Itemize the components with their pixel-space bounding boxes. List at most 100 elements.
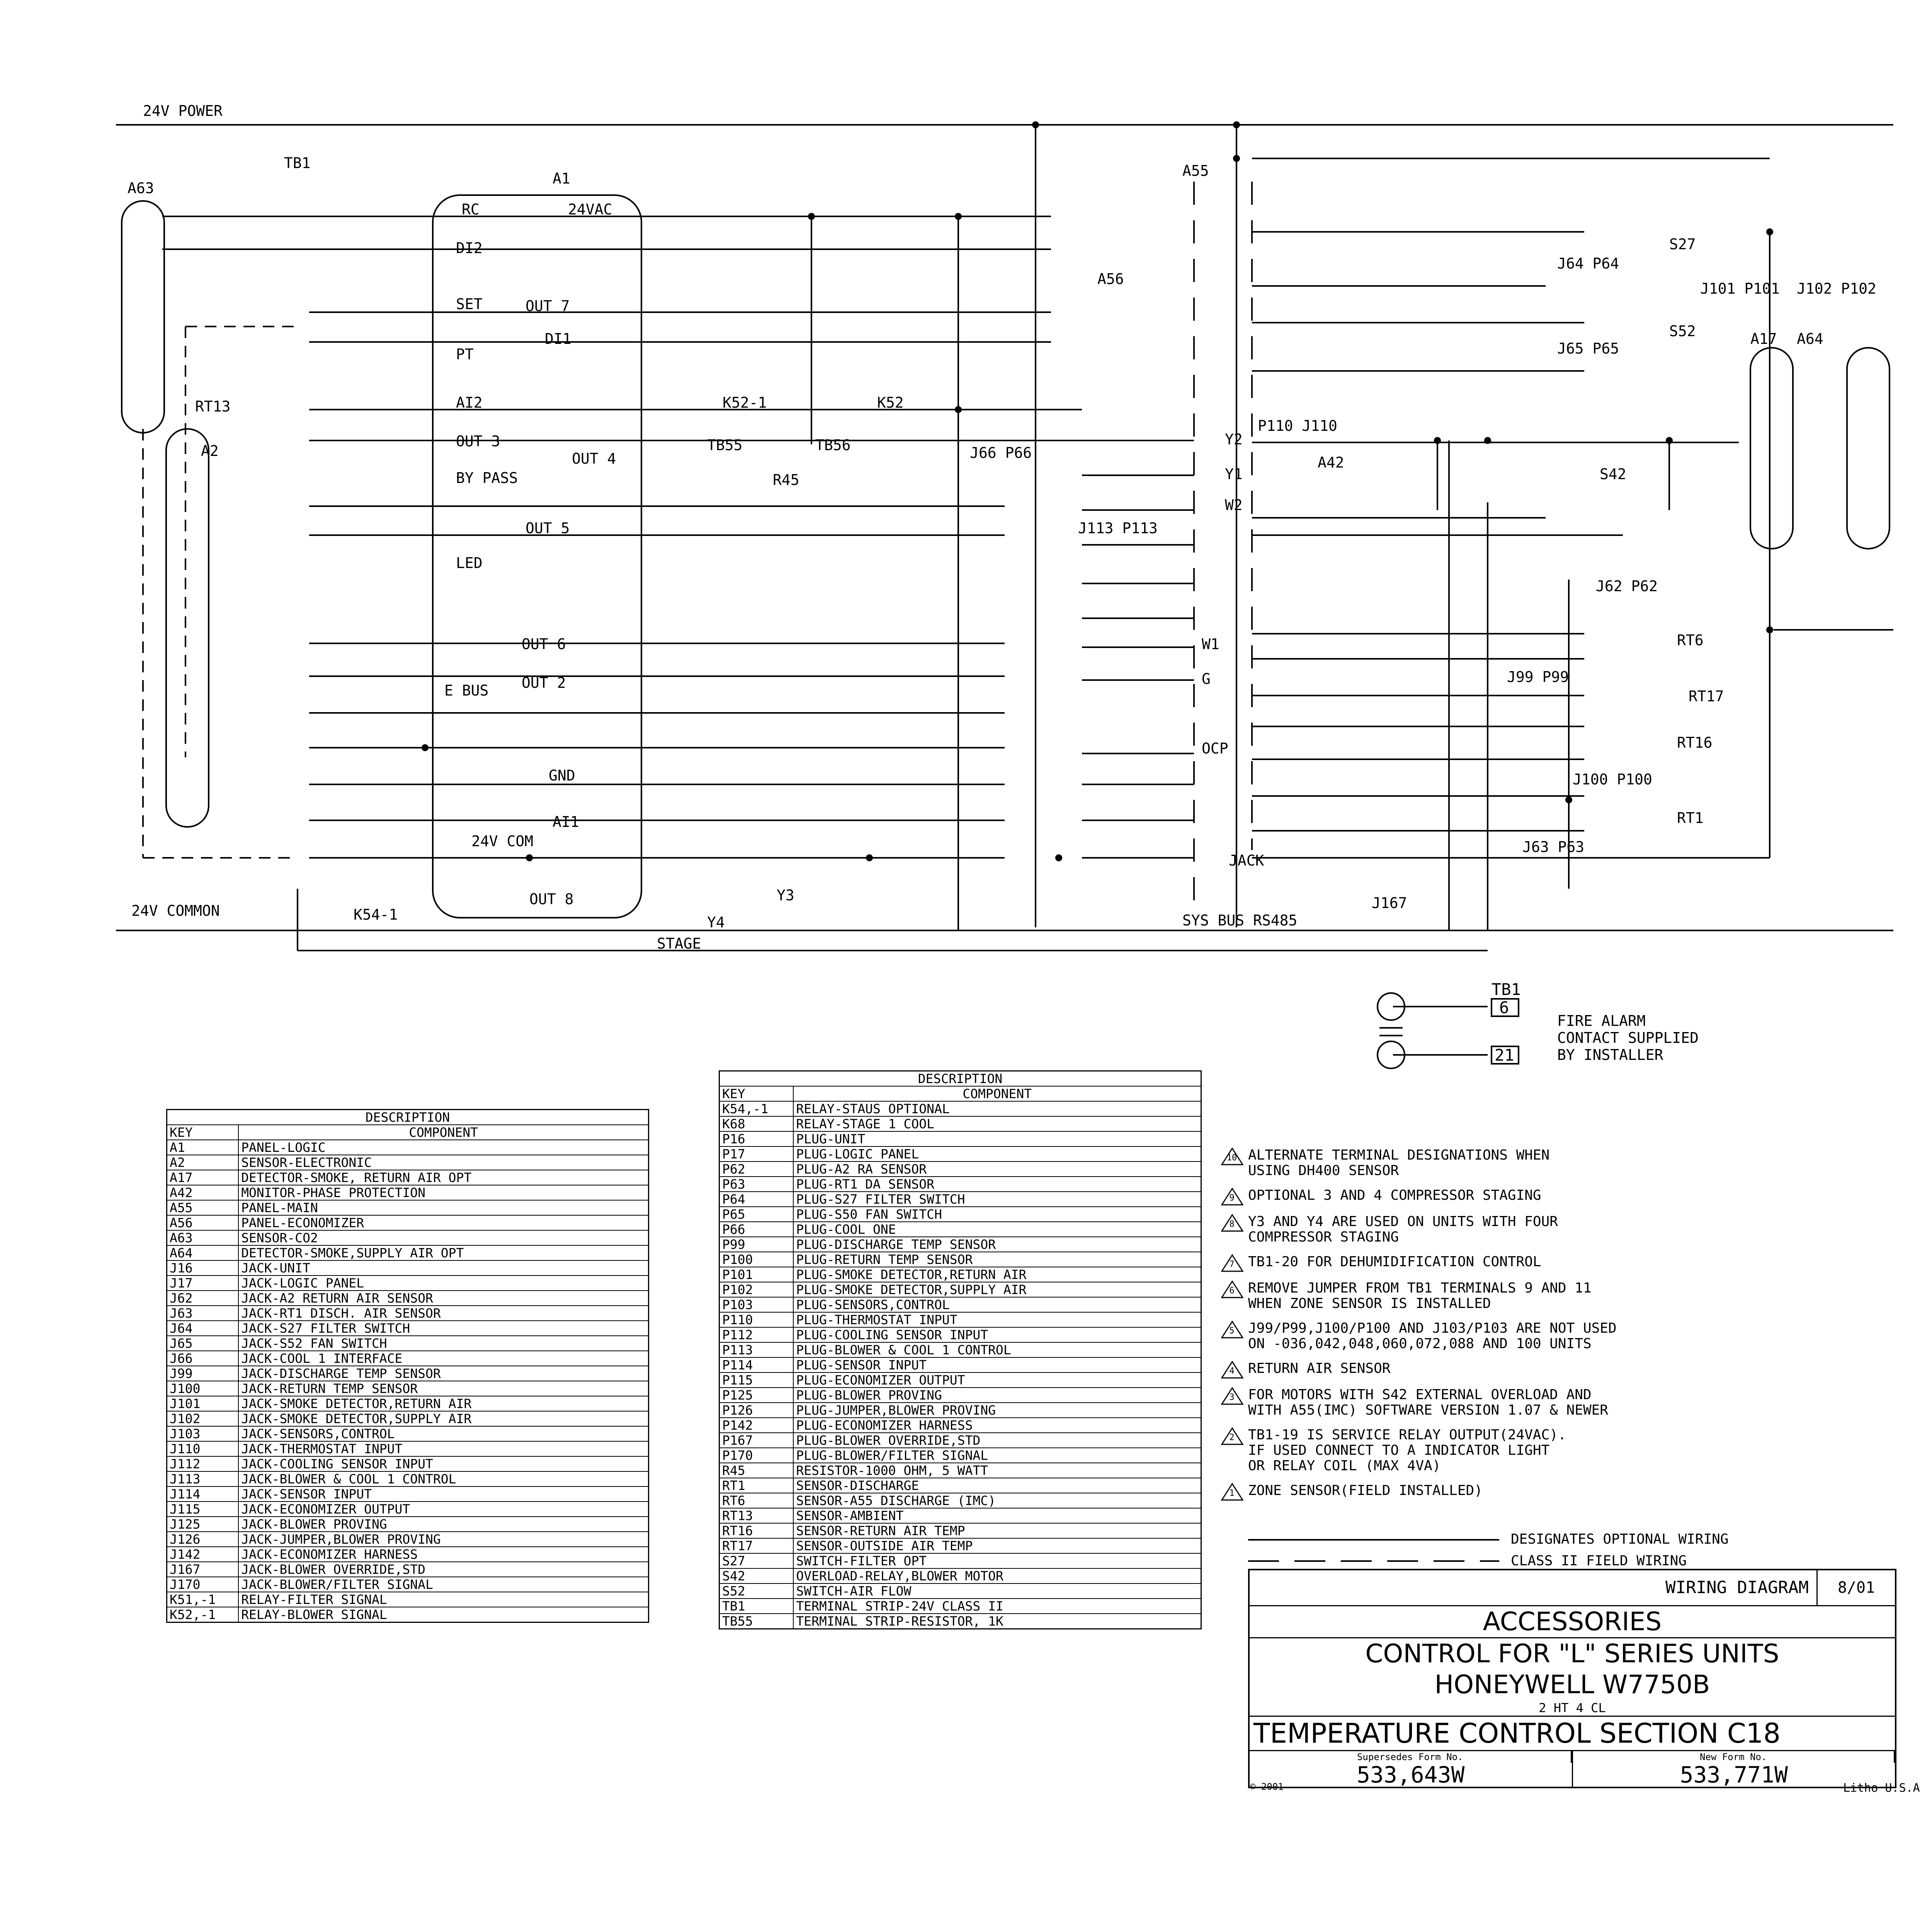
title-line1: ACCESSORIES	[1250, 1606, 1895, 1638]
label-j99p99: J99 P99	[1507, 668, 1569, 685]
row-key: J114	[166, 1486, 239, 1502]
warning-triangle-icon: 6	[1221, 1281, 1248, 1298]
row-key: P99	[719, 1236, 794, 1252]
table-b-key-header: KEY	[719, 1086, 794, 1102]
row-key: K52,-1	[166, 1607, 239, 1623]
row-key: J16	[166, 1260, 239, 1276]
row-component: PLUG-THERMOSTAT INPUT	[793, 1312, 1202, 1328]
note-text: Y3 AND Y4 ARE USED ON UNITS WITH FOUR CO…	[1248, 1214, 1558, 1245]
wiring-legend: DESIGNATES OPTIONAL WIRING CLASS II FIEL…	[1248, 1530, 1729, 1570]
label-w1: W1	[1202, 636, 1219, 653]
row-component: SENSOR-RETURN AIR TEMP	[793, 1523, 1202, 1539]
row-component: SENSOR-AMBIENT	[793, 1508, 1202, 1524]
row-component: PLUG-RETURN TEMP SENSOR	[793, 1252, 1202, 1267]
label-a64: A64	[1797, 330, 1823, 347]
title-line2: CONTROL FOR "L" SERIES UNITS	[1365, 1639, 1779, 1668]
row-key: P103	[719, 1297, 794, 1313]
fire-alarm-note: FIRE ALARM CONTACT SUPPLIED BY INSTALLER	[1557, 1012, 1699, 1063]
label-tb56: TB56	[815, 437, 851, 454]
row-component: PLUG-S27 FILTER SWITCH	[793, 1191, 1202, 1207]
row-key: RT1	[719, 1478, 794, 1493]
row-component: RELAY-FILTER SIGNAL	[238, 1592, 649, 1607]
row-component: JACK-SENSORS,CONTROL	[238, 1426, 649, 1442]
row-key: P101	[719, 1267, 794, 1282]
row-component: SENSOR-A55 DISCHARGE (IMC)	[793, 1493, 1202, 1509]
row-key: P167	[719, 1432, 794, 1448]
label-g: G	[1202, 670, 1211, 687]
warning-triangle-icon: 4	[1221, 1361, 1248, 1379]
row-component: RESISTOR-1000 OHM, 5 WATT	[793, 1463, 1202, 1478]
row-component: SENSOR-OUTSIDE AIR TEMP	[793, 1538, 1202, 1554]
row-key: J63	[166, 1305, 239, 1321]
label-rt13: RT13	[195, 398, 231, 415]
label-bypass: BY PASS	[456, 469, 518, 486]
note-number: 3	[1229, 1393, 1235, 1402]
label-k52: K52	[877, 394, 904, 411]
row-key: J102	[166, 1411, 239, 1427]
row-key: P62	[719, 1161, 794, 1177]
row-key: J100	[166, 1381, 239, 1396]
row-key: TB1	[719, 1598, 794, 1614]
note-text: ALTERNATE TERMINAL DESIGNATIONS WHEN USI…	[1248, 1147, 1550, 1179]
row-key: P66	[719, 1221, 794, 1237]
note-number: 7	[1229, 1260, 1235, 1269]
row-key: S27	[719, 1553, 794, 1569]
row-key: P142	[719, 1417, 794, 1433]
label-ebus: E BUS	[444, 682, 488, 699]
title-section: TEMPERATURE CONTROL SECTION C18	[1250, 1717, 1895, 1751]
row-key: A17	[166, 1170, 239, 1185]
row-key: P126	[719, 1402, 794, 1418]
row-component: JACK-BLOWER & COOL 1 CONTROL	[238, 1471, 649, 1487]
row-key: S52	[719, 1583, 794, 1599]
title-block-top: WIRING DIAGRAM 8/01	[1250, 1570, 1895, 1606]
label-rt6: RT6	[1677, 632, 1704, 649]
label-a55: A55	[1182, 162, 1209, 179]
row-key: J99	[166, 1366, 239, 1381]
row-key: J65	[166, 1335, 239, 1351]
label-y4: Y4	[707, 914, 725, 931]
row-component: JACK-BLOWER PROVING	[238, 1516, 649, 1532]
row-component: PLUG-SMOKE DETECTOR,RETURN AIR	[793, 1267, 1202, 1282]
warning-triangle-icon: 7	[1221, 1254, 1248, 1272]
row-component: JACK-RETURN TEMP SENSOR	[238, 1381, 649, 1396]
label-tb55: TB55	[707, 437, 743, 454]
label-out4: OUT 4	[572, 450, 616, 467]
row-component: JACK-LOGIC PANEL	[238, 1275, 649, 1291]
row-component: PLUG-BLOWER PROVING	[793, 1387, 1202, 1403]
warning-triangle-icon: 3	[1221, 1387, 1248, 1405]
row-key: J62	[166, 1290, 239, 1306]
row-key: J64	[166, 1320, 239, 1336]
note-text: FOR MOTORS WITH S42 EXTERNAL OVERLOAD AN…	[1248, 1387, 1608, 1418]
row-key: P102	[719, 1282, 794, 1298]
table-b-component-header: COMPONENT	[793, 1086, 1202, 1102]
row-component: PANEL-MAIN	[238, 1200, 649, 1216]
row-key: P100	[719, 1252, 794, 1267]
label-s42: S42	[1600, 466, 1626, 483]
note-number: 10	[1226, 1153, 1237, 1163]
label-jack: JACK	[1229, 852, 1264, 869]
a63-co2-sensor	[121, 200, 165, 434]
warning-triangle-icon: 2	[1221, 1427, 1248, 1445]
row-key: A42	[166, 1185, 239, 1201]
